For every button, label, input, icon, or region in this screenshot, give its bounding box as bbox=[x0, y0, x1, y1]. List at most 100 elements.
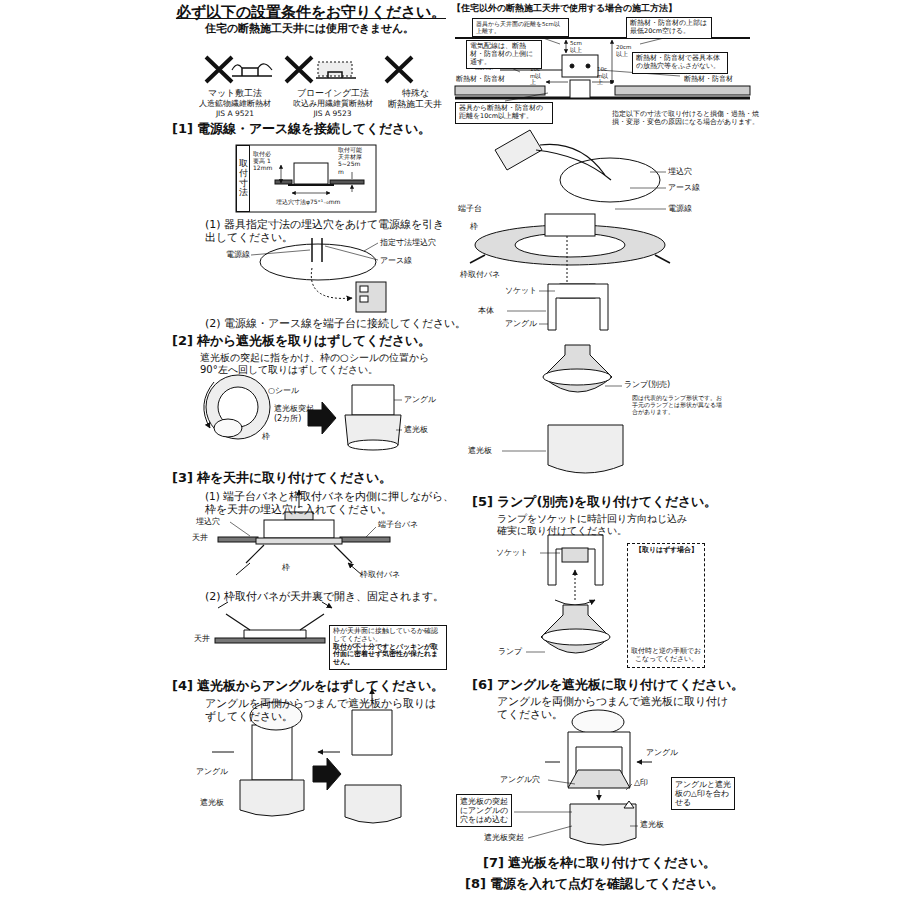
frame-insert-figure-part bbox=[256, 538, 342, 544]
hole-figure-part bbox=[251, 243, 378, 260]
instruction-text: アングルを両側からつまんで遮光板に取り付けてください。 bbox=[497, 695, 737, 721]
exploded-fixture-part bbox=[536, 144, 611, 180]
part-label: 取付必要高 112mm bbox=[253, 150, 273, 172]
insulation-figure-part bbox=[455, 86, 545, 95]
exploded-fixture-part bbox=[515, 233, 625, 257]
callout-box: 電気配線は、断熱材・防音材の上側に通す。 bbox=[466, 40, 542, 69]
shade-removal-figure-part bbox=[348, 440, 398, 450]
part-label: 電源線 bbox=[226, 250, 256, 260]
hole-figure-part bbox=[312, 238, 322, 262]
callout-box: 枠が天井面に接触しているか確認してください。取付が不十分ですとパッキンが取付面に… bbox=[329, 625, 447, 670]
part-label: 5cm以上 bbox=[570, 40, 584, 53]
hole-figure-part bbox=[311, 268, 352, 298]
insulation-figure-part bbox=[570, 80, 590, 98]
shade-removal-figure-part bbox=[394, 400, 402, 430]
shade-removal-figure bbox=[204, 375, 402, 450]
part-label: 埋込穴寸法φ75⁺¹₋₀mm bbox=[276, 198, 366, 205]
exploded-fixture-part bbox=[543, 369, 611, 385]
part-label: 遮光板突起 bbox=[484, 833, 529, 843]
frame-fixed-figure-part bbox=[215, 638, 325, 643]
lamp-install-figure-part bbox=[562, 548, 588, 562]
step-heading: [7] 遮光板を枠に取り付けてください。 bbox=[483, 855, 716, 871]
lamp-install-figure-part bbox=[542, 629, 610, 645]
hole-figure-part bbox=[260, 244, 376, 280]
angle-install-figure-part bbox=[572, 710, 624, 734]
no-use-icons-part bbox=[318, 62, 352, 76]
instruction-text: (2) 電源線・アース線を端子台に接続してください。 bbox=[205, 317, 466, 330]
removal-note-box: 【取りはずす場合】取付時と逆の手順でおこなってください。 bbox=[627, 543, 705, 668]
callout-box: 断熱材・防音材の上部は最低20cm空ける。 bbox=[626, 17, 712, 39]
instruction-text: 住宅の断熱施工天井には使用できません。 bbox=[205, 22, 414, 35]
part-label: 遮光板 bbox=[468, 446, 503, 456]
exploded-fixture-part bbox=[548, 284, 608, 330]
part-label: 遮光板突起 (2カ所) bbox=[274, 404, 318, 423]
part-label: ランプ bbox=[498, 647, 528, 657]
dimension-figure-part bbox=[330, 180, 364, 184]
exploded-fixture-part bbox=[545, 214, 595, 236]
callout-text: 取付が不十分ですとパッキンが取付面に密着せず気密性が保たれません。 bbox=[333, 644, 443, 667]
part-label: 10cm以上 bbox=[597, 66, 611, 86]
dimension-figure-part bbox=[352, 172, 353, 192]
lamp-install-figure-part bbox=[541, 605, 610, 653]
part-label: 特殊な bbox=[380, 88, 450, 99]
insulation-figure-part bbox=[562, 55, 598, 77]
insulation-figure bbox=[455, 30, 750, 101]
exploded-fixture-part bbox=[495, 130, 542, 170]
part-label: 指定寸法埋込穴 bbox=[380, 238, 450, 248]
part-label: ランプ(別売) bbox=[624, 380, 684, 390]
callout-text: 器具から天井面の距離を5cm以上離す。 bbox=[476, 21, 565, 34]
callout-box: 断熱材・防音材で器具本体の放熱穴等をふさがない。 bbox=[632, 52, 728, 74]
part-label: ブローイング工法 bbox=[285, 88, 380, 99]
callout-box: アングルと遮光板の△印を合わせる bbox=[671, 777, 735, 810]
callout-text: 断熱材・防音材の上部は最低20cm空ける。 bbox=[630, 20, 708, 36]
dimension-figure bbox=[236, 145, 376, 212]
dimension-figure-part bbox=[288, 184, 334, 186]
dimension-figure-part bbox=[275, 180, 292, 184]
part-label: ソケット bbox=[505, 286, 545, 296]
hole-figure-part bbox=[356, 282, 386, 312]
part-label: 枠取付バネ bbox=[460, 270, 515, 280]
part-label: ○シール bbox=[268, 386, 318, 396]
insulation-figure-part bbox=[615, 86, 750, 95]
part-label: JIS A 9523 bbox=[285, 109, 380, 118]
frame-insert-figure-part bbox=[264, 520, 334, 538]
part-label: 埋込穴 bbox=[668, 167, 708, 177]
step-heading: [3] 枠を天井に取り付けてください。 bbox=[172, 470, 392, 486]
part-label: 端子台バネ bbox=[378, 520, 433, 530]
part-label: 人造鉱物繊維断熱材 bbox=[190, 99, 280, 108]
shade-removal-figure-part bbox=[204, 382, 214, 428]
angle-install-figure-part bbox=[624, 801, 634, 808]
insulation-figure-part bbox=[612, 40, 613, 84]
lamp-install-figure-part bbox=[575, 570, 576, 600]
part-label: 指定以下の寸法で取り付けると損傷・過熱・焼損・変形・変色の原因になる場合がありま… bbox=[612, 110, 772, 127]
shade-removal-figure-part bbox=[206, 375, 270, 439]
step-heading: [4] 遮光板からアングルをはずしてください。 bbox=[172, 678, 444, 694]
callout-text: 器具から断熱材・防音材の距離を10cm以上離す。 bbox=[459, 105, 549, 121]
angle-install-figure-part bbox=[599, 790, 600, 800]
angle-removal-figure-part bbox=[345, 785, 401, 823]
part-label: 枠 bbox=[262, 432, 274, 442]
callout-text: 枠が天井面に接触しているか確認してください。 bbox=[333, 628, 443, 644]
callout-box: 遮光板の突起にアングルの穴をはめ込む bbox=[456, 794, 512, 827]
part-label: 取付可能天井材厚 5~25mm bbox=[338, 146, 364, 175]
no-use-icons-part bbox=[232, 68, 272, 76]
callout-text: 取付寸法 bbox=[239, 159, 248, 199]
part-label: 電源線 bbox=[668, 204, 708, 214]
frame-insert-figure-part bbox=[218, 537, 258, 542]
callout-text: 断熱材・防音材で器具本体の放熱穴等をふさがない。 bbox=[636, 55, 724, 71]
exploded-fixture-part bbox=[548, 425, 623, 473]
angle-removal-figure-part bbox=[212, 752, 340, 753]
lamp-install-figure-part bbox=[548, 535, 603, 585]
part-label: 断熱材・防音材 bbox=[684, 76, 744, 84]
callout-text: 【取りはずす場合】 bbox=[631, 547, 701, 555]
shade-removal-figure-part bbox=[352, 385, 394, 415]
lamp-install-figure-part bbox=[555, 600, 595, 605]
dimension-tab: 取付寸法 bbox=[236, 145, 250, 212]
step-heading: [6] アングルを遮光板に取り付けてください。 bbox=[472, 677, 744, 693]
callout-text: アングルと遮光板の△印を合わせる bbox=[675, 780, 731, 807]
angle-install-figure-part bbox=[568, 770, 630, 788]
callout-text: 電気配線は、断熱材・防音材の上側に通す。 bbox=[470, 43, 538, 66]
insulation-figure-part bbox=[455, 97, 750, 100]
